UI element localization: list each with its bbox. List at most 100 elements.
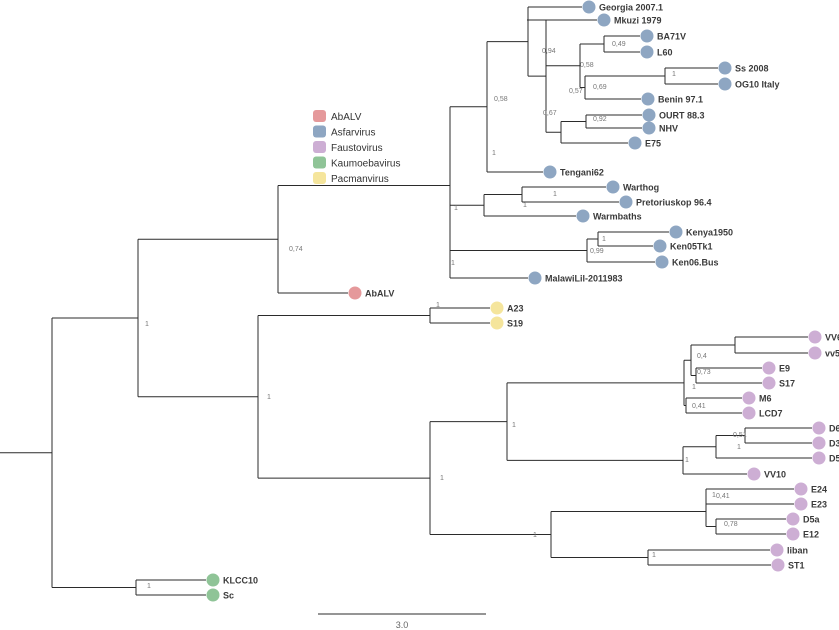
tip-marker-faustovirus (808, 330, 822, 344)
tip-marker-asfarvirus (669, 225, 683, 239)
leaf-label: Sc (223, 591, 234, 601)
support-value: 1 (147, 583, 151, 590)
tip-marker-faustovirus (747, 467, 761, 481)
support-value: 0,4 (697, 353, 707, 360)
tip-marker-asfarvirus (718, 77, 732, 91)
leaf-label: OURT 88.3 (659, 111, 705, 121)
leaf-label: A23 (507, 304, 524, 314)
support-value: 0,78 (724, 521, 738, 528)
leaf-label: Pretoriuskop 96.4 (636, 198, 712, 208)
leaf-label: D5b (829, 454, 839, 464)
support-value: 1 (440, 475, 444, 482)
tip-marker-asfarvirus (543, 165, 557, 179)
tip-marker-abalv (348, 286, 362, 300)
tip-marker-asfarvirus (576, 209, 590, 223)
leaf-label: VV10 (764, 470, 786, 480)
tip-marker-asfarvirus (655, 255, 669, 269)
support-value: 1 (685, 457, 689, 464)
support-value: 0,69 (593, 84, 607, 91)
leaf-label: D3 (829, 439, 839, 449)
tip-marker-faustovirus (770, 543, 784, 557)
scale-bar-label: 3.0 (396, 620, 409, 630)
leaf-label: Georgia 2007.1 (599, 3, 663, 13)
support-value: 0,41 (692, 403, 706, 410)
leaf-label: E12 (803, 530, 819, 540)
support-value: 0,49 (612, 41, 626, 48)
tip-marker-asfarvirus (606, 180, 620, 194)
leaf-label: Ken05Tk1 (670, 242, 713, 252)
leaf-label: vv57 (825, 349, 839, 359)
legend-swatch (313, 125, 326, 138)
legend-swatch (313, 156, 326, 169)
support-value: 1 (712, 492, 716, 499)
leaf-label: ST1 (788, 561, 805, 571)
support-value: 0,99 (590, 248, 604, 255)
leaf-label: BA71V (657, 32, 686, 42)
tip-marker-faustovirus (762, 361, 776, 375)
legend-label: Pacmanvirus (331, 174, 389, 185)
support-value: 1 (454, 205, 458, 212)
leaf-label: LCD7 (759, 409, 783, 419)
leaf-label: AbALV (365, 289, 394, 299)
legend-swatch (313, 110, 326, 122)
support-value: 0,73 (697, 369, 711, 376)
support-value: 1 (602, 236, 606, 243)
support-value: 0,94 (542, 48, 556, 55)
leaf-label: M6 (759, 394, 772, 404)
leaf-label: Tengani62 (560, 168, 604, 178)
legend-label: Kaumoebavirus (331, 159, 400, 170)
leaf-label: Kenya1950 (686, 228, 733, 238)
tip-marker-asfarvirus (642, 121, 656, 135)
tip-marker-faustovirus (786, 527, 800, 541)
tree-branches (0, 6, 812, 596)
support-value: 0,57 (569, 88, 583, 95)
legend-swatch (313, 141, 326, 153)
tip-marker-asfarvirus (641, 92, 655, 106)
tip-marker-asfarvirus (640, 29, 654, 43)
leaf-label: E75 (645, 139, 661, 149)
tip-marker-asfarvirus (642, 108, 656, 122)
leaf-label: L60 (657, 48, 673, 58)
leaf-label: E23 (811, 500, 827, 510)
leaf-label: S17 (779, 379, 795, 389)
tip-marker-kaumoebavirus (206, 588, 220, 602)
tip-marker-kaumoebavirus (206, 573, 220, 587)
tip-marker-faustovirus (812, 451, 826, 465)
leaf-label: Ss 2008 (735, 64, 769, 74)
leaf-label: E9 (779, 364, 790, 374)
legend-swatch (313, 172, 326, 184)
tip-marker-asfarvirus (597, 13, 611, 27)
leaf-label: KLCC10 (223, 576, 258, 586)
tip-marker-faustovirus (812, 436, 826, 450)
tip-marker-faustovirus (812, 421, 826, 435)
legend-label: Faustovirus (331, 143, 383, 154)
support-value: 0,74 (289, 246, 303, 253)
support-value: 1 (436, 302, 440, 309)
leaf-label: Benin 97.1 (658, 95, 703, 105)
tip-marker-faustovirus (794, 497, 808, 511)
leaf-label: Warthog (623, 183, 659, 193)
tip-markers (206, 0, 826, 602)
tip-marker-faustovirus (742, 391, 756, 405)
leaf-label: liban (787, 546, 808, 556)
tip-marker-asfarvirus (628, 136, 642, 150)
tip-marker-asfarvirus (528, 271, 542, 285)
tip-marker-asfarvirus (582, 0, 596, 14)
support-value: 1 (512, 422, 516, 429)
leaf-label: OG10 Italy (735, 80, 780, 90)
leaf-label: Ken06.Bus (672, 258, 719, 268)
support-value: 0,67 (543, 110, 557, 117)
leaf-label: NHV (659, 124, 678, 134)
leaf-label: Warmbaths (593, 212, 642, 222)
leaf-label: S19 (507, 319, 523, 329)
tip-marker-pacmanvirus (490, 316, 504, 330)
support-value: 1 (652, 552, 656, 559)
tip-marker-faustovirus (786, 512, 800, 526)
support-value: 1 (672, 71, 676, 78)
tip-marker-faustovirus (771, 558, 785, 572)
support-value: 1 (737, 444, 741, 451)
tip-marker-asfarvirus (619, 195, 633, 209)
tip-marker-asfarvirus (640, 45, 654, 59)
